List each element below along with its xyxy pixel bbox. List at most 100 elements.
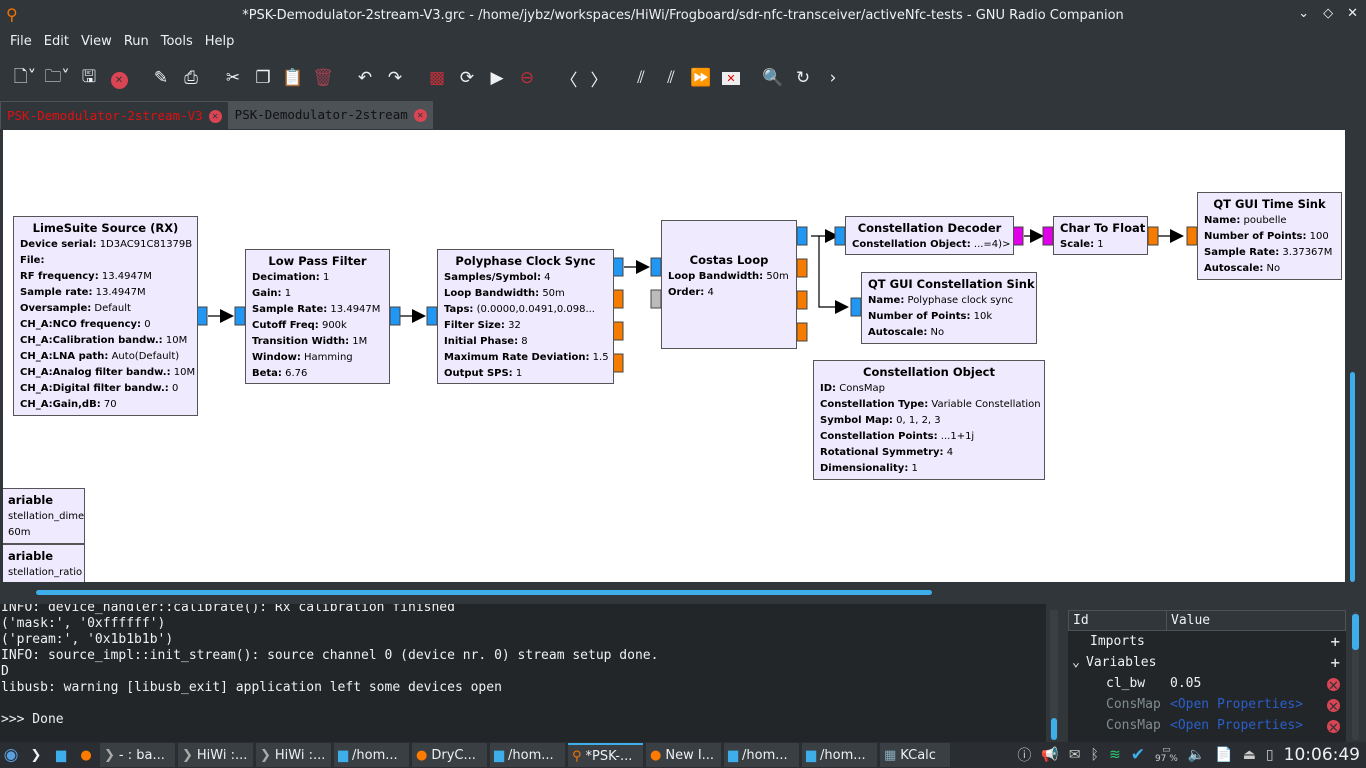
save-icon[interactable]: 🖫 — [81, 66, 97, 87]
taskbar-window-button[interactable]: ●DryC... — [412, 743, 487, 767]
scrollbar-thumb[interactable] — [36, 590, 932, 595]
back-icon[interactable]: 〈 — [560, 70, 578, 91]
column-value[interactable]: Value — [1171, 613, 1211, 628]
mail-icon[interactable]: ✉ — [1068, 747, 1081, 763]
close-button[interactable]: ✕ — [1347, 6, 1358, 21]
new-file-icon[interactable]: 🗋˅ — [13, 66, 37, 87]
variables-scrollbar[interactable] — [1352, 612, 1359, 740]
taskbar-window-button[interactable]: ▦KCalc — [880, 743, 950, 767]
imports-row[interactable]: Imports+ — [1068, 631, 1346, 652]
variable-value[interactable]: 0.05 — [1170, 676, 1202, 691]
close-tab-icon[interactable]: ✕ — [413, 109, 427, 122]
firefox-launcher-icon[interactable]: ● — [80, 747, 92, 763]
execute-icon[interactable]: ▶ — [490, 68, 504, 88]
canvas-vertical-scrollbar[interactable] — [1346, 130, 1360, 582]
stop-icon[interactable]: ⊖ — [519, 68, 535, 88]
remove-variable-icon[interactable]: ✕ — [1327, 675, 1340, 694]
open-file-icon[interactable]: 🗀˅ — [44, 66, 70, 87]
refresh-icon[interactable]: ↻ — [795, 68, 811, 88]
cut-icon[interactable]: ✂ — [225, 68, 241, 88]
remove-variable-icon[interactable]: ✕ — [1327, 717, 1340, 736]
forward-icon[interactable]: 〉 — [590, 70, 608, 91]
remove-variable-icon[interactable]: ✕ — [1327, 696, 1340, 715]
more-icon[interactable]: › — [829, 68, 837, 88]
taskbar-window-button[interactable]: ▆/hom... — [724, 743, 799, 767]
find-block-icon[interactable]: 🔍 — [762, 68, 784, 88]
bluetooth-icon[interactable]: ᛒ — [1090, 747, 1099, 763]
variables-scrollbar-thumb[interactable] — [1352, 614, 1359, 650]
open-properties-link[interactable]: <Open Properties> — [1170, 697, 1304, 712]
clock[interactable]: 10:06:49 — [1283, 745, 1360, 765]
minimize-button[interactable]: ⌄ — [1298, 6, 1310, 21]
column-id[interactable]: Id — [1069, 611, 1167, 630]
announce-icon[interactable]: 📢 — [1041, 747, 1059, 763]
menu-run[interactable]: Run — [123, 34, 149, 49]
add-import-icon[interactable]: + — [1330, 632, 1340, 651]
menu-view[interactable]: View — [80, 34, 112, 49]
menu-file[interactable]: File — [10, 34, 32, 49]
console-scrollbar[interactable] — [1050, 610, 1058, 740]
bypass-icon[interactable]: ⏩ — [690, 68, 712, 88]
variable-row[interactable]: ConsMap<Open Properties>✕ — [1068, 694, 1346, 715]
flowgraph-canvas[interactable]: LimeSuite Source (RX)Device serial: 1D3A… — [1, 130, 1345, 582]
tab-psk-demodulator-v3[interactable]: PSK-Demodulator-2stream-V3 ✕ — [0, 101, 229, 129]
taskbar-window-button[interactable]: ▆/hom... — [334, 743, 409, 767]
paste-icon[interactable]: 📋 — [282, 68, 304, 88]
close-tab-icon[interactable]: ✕ — [208, 110, 222, 123]
undo-icon[interactable]: ↶ — [357, 68, 373, 88]
variables-row[interactable]: ⌄Variables+ — [1068, 652, 1346, 673]
usb-device-icon[interactable]: ⏏ — [1242, 747, 1256, 763]
battery-icon[interactable]: ▭97 % — [1154, 745, 1178, 764]
redo-icon[interactable]: ↷ — [387, 68, 403, 88]
taskbar-window-button[interactable]: ●New I... — [646, 743, 721, 767]
edit-pencil-icon[interactable]: ✎ — [153, 68, 169, 88]
disable-block-icon[interactable]: ⫽ — [667, 68, 675, 88]
error-report-icon[interactable]: ✕ — [722, 71, 740, 85]
clipboard-icon[interactable]: 📄 — [1215, 747, 1233, 763]
menu-help[interactable]: Help — [204, 34, 235, 49]
delete-icon[interactable]: 🗑 — [312, 68, 334, 88]
copy-icon[interactable]: ❐ — [255, 68, 271, 88]
variable-row[interactable]: ConsMap<Open Properties>✕ — [1068, 715, 1346, 736]
wifi-icon[interactable]: ≋ — [1108, 747, 1121, 763]
canvas-horizontal-scrollbar[interactable] — [0, 584, 1346, 598]
generate-icon[interactable]: ▩ — [428, 68, 446, 88]
app-launcher-icon[interactable]: ◉ — [3, 745, 19, 765]
file-manager-launcher-icon[interactable]: ▆ — [56, 747, 66, 763]
notifications-icon[interactable]: ⓘ — [1017, 748, 1032, 764]
close-file-icon[interactable]: ✕ — [104, 68, 134, 89]
console-scrollbar-thumb[interactable] — [1051, 718, 1057, 740]
menu-tools[interactable]: Tools — [160, 34, 193, 49]
taskbar-window-button[interactable]: ❯HiWi :... — [256, 743, 331, 767]
enable-block-icon[interactable]: ⫽ — [637, 68, 645, 88]
reload-icon[interactable]: ⟳ — [459, 68, 475, 88]
maximize-button[interactable]: ◇ — [1323, 6, 1334, 21]
update-check-icon[interactable]: ✔ — [1130, 745, 1145, 765]
taskbar-window-button[interactable]: ▆/hom... — [802, 743, 877, 767]
add-variable-icon[interactable]: + — [1330, 653, 1340, 672]
print-icon[interactable]: ⎙ — [184, 68, 198, 88]
limesuite-source-block[interactable]: LimeSuite Source (RX)Device serial: 1D3A… — [13, 216, 198, 416]
system-monitor-icon[interactable]: ▯ — [1265, 747, 1274, 763]
chevron-down-icon[interactable]: ⌄ — [1072, 655, 1080, 670]
volume-muted-icon[interactable]: 🔈 — [1187, 747, 1206, 763]
open-properties-link[interactable]: <Open Properties> — [1170, 718, 1304, 733]
taskbar-window-button[interactable]: ❯HiWi :... — [178, 743, 253, 767]
scrollbar-thumb[interactable] — [1350, 372, 1355, 582]
tab-psk-demodulator[interactable]: PSK-Demodulator-2stream ✕ — [228, 101, 433, 129]
taskbar-window-button[interactable]: ⚲*PSK-... — [568, 743, 643, 767]
taskbar-window-button[interactable]: ▆/hom... — [490, 743, 565, 767]
terminal-launcher-icon[interactable]: ❯ — [30, 747, 42, 763]
console-output[interactable]: INFO: device_handler::calibrate(): Rx ca… — [0, 604, 1046, 742]
